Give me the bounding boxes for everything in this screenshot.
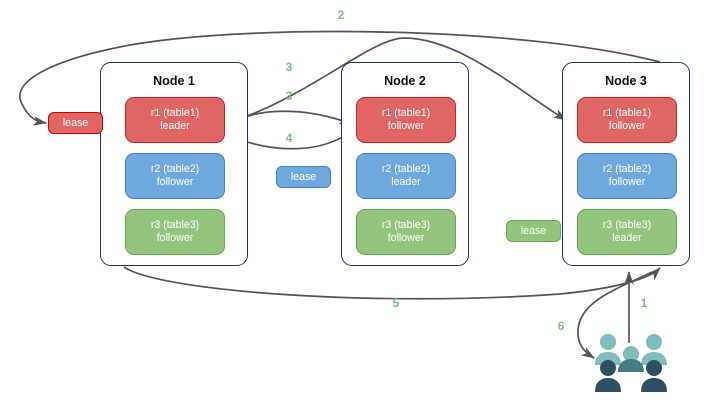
replica-node2-r2[interactable]: r2 (table2) leader [356,153,456,199]
step-label-3a: 3 [285,60,293,74]
replica-name: r1 (table1) [381,107,431,119]
step-label-4: 4 [285,131,293,145]
replica-name: r1 (table1) [602,107,652,119]
replica-role: follower [387,232,425,244]
lease-badge-table2[interactable]: lease [276,166,331,188]
replica-node1-r2[interactable]: r2 (table2) follower [125,153,225,199]
step-label-5: 5 [392,296,400,310]
arrow-3-node1-to-node3 [221,37,567,125]
step-label-3b: 3 [285,89,293,103]
replica-role: leader [160,120,190,132]
step-label-2: 2 [337,8,345,22]
replica-name: r2 (table2) [150,163,200,175]
replica-name: r3 (table3) [381,219,431,231]
replica-role: follower [387,120,425,132]
replica-name: r2 (table2) [381,163,431,175]
replica-node3-r3[interactable]: r3 (table3) leader [577,209,677,255]
node-title-2: Node 2 [384,74,426,88]
replica-node3-r1[interactable]: r1 (table1) follower [577,97,677,143]
node-title-1: Node 1 [153,74,195,88]
node-container-1[interactable]: Node 1 r1 (table1) leader r2 (table2) fo… [100,62,248,266]
arrow-5 [123,266,661,300]
replica-role: follower [608,120,646,132]
node-container-3[interactable]: Node 3 r1 (table1) follower r2 (table2) … [562,62,690,266]
step-label-6: 6 [557,319,565,333]
replica-role: leader [612,232,642,244]
replica-node3-r2[interactable]: r2 (table2) follower [577,153,677,199]
node-container-2[interactable]: Node 2 r1 (table1) follower r2 (table2) … [341,62,469,266]
replica-name: r3 (table3) [602,219,652,231]
replica-name: r3 (table3) [150,219,200,231]
replica-name: r2 (table2) [602,163,652,175]
replica-name: r1 (table1) [150,107,200,119]
users-group-icon [592,332,670,394]
replica-node2-r1[interactable]: r1 (table1) follower [356,97,456,143]
node-title-3: Node 3 [605,74,647,88]
step-label-1: 1 [640,296,648,310]
arrow-6 [577,271,653,359]
replica-node1-r3[interactable]: r3 (table3) follower [125,209,225,255]
replica-role: follower [156,176,194,188]
lease-badge-table3[interactable]: lease [506,220,561,242]
replica-role: follower [156,232,194,244]
replica-node2-r3[interactable]: r3 (table3) follower [356,209,456,255]
lease-badge-table1[interactable]: lease [48,112,103,134]
replica-node1-r1[interactable]: r1 (table1) leader [125,97,225,143]
replica-role: leader [391,176,421,188]
replica-role: follower [608,176,646,188]
arrow-2 [19,30,661,126]
